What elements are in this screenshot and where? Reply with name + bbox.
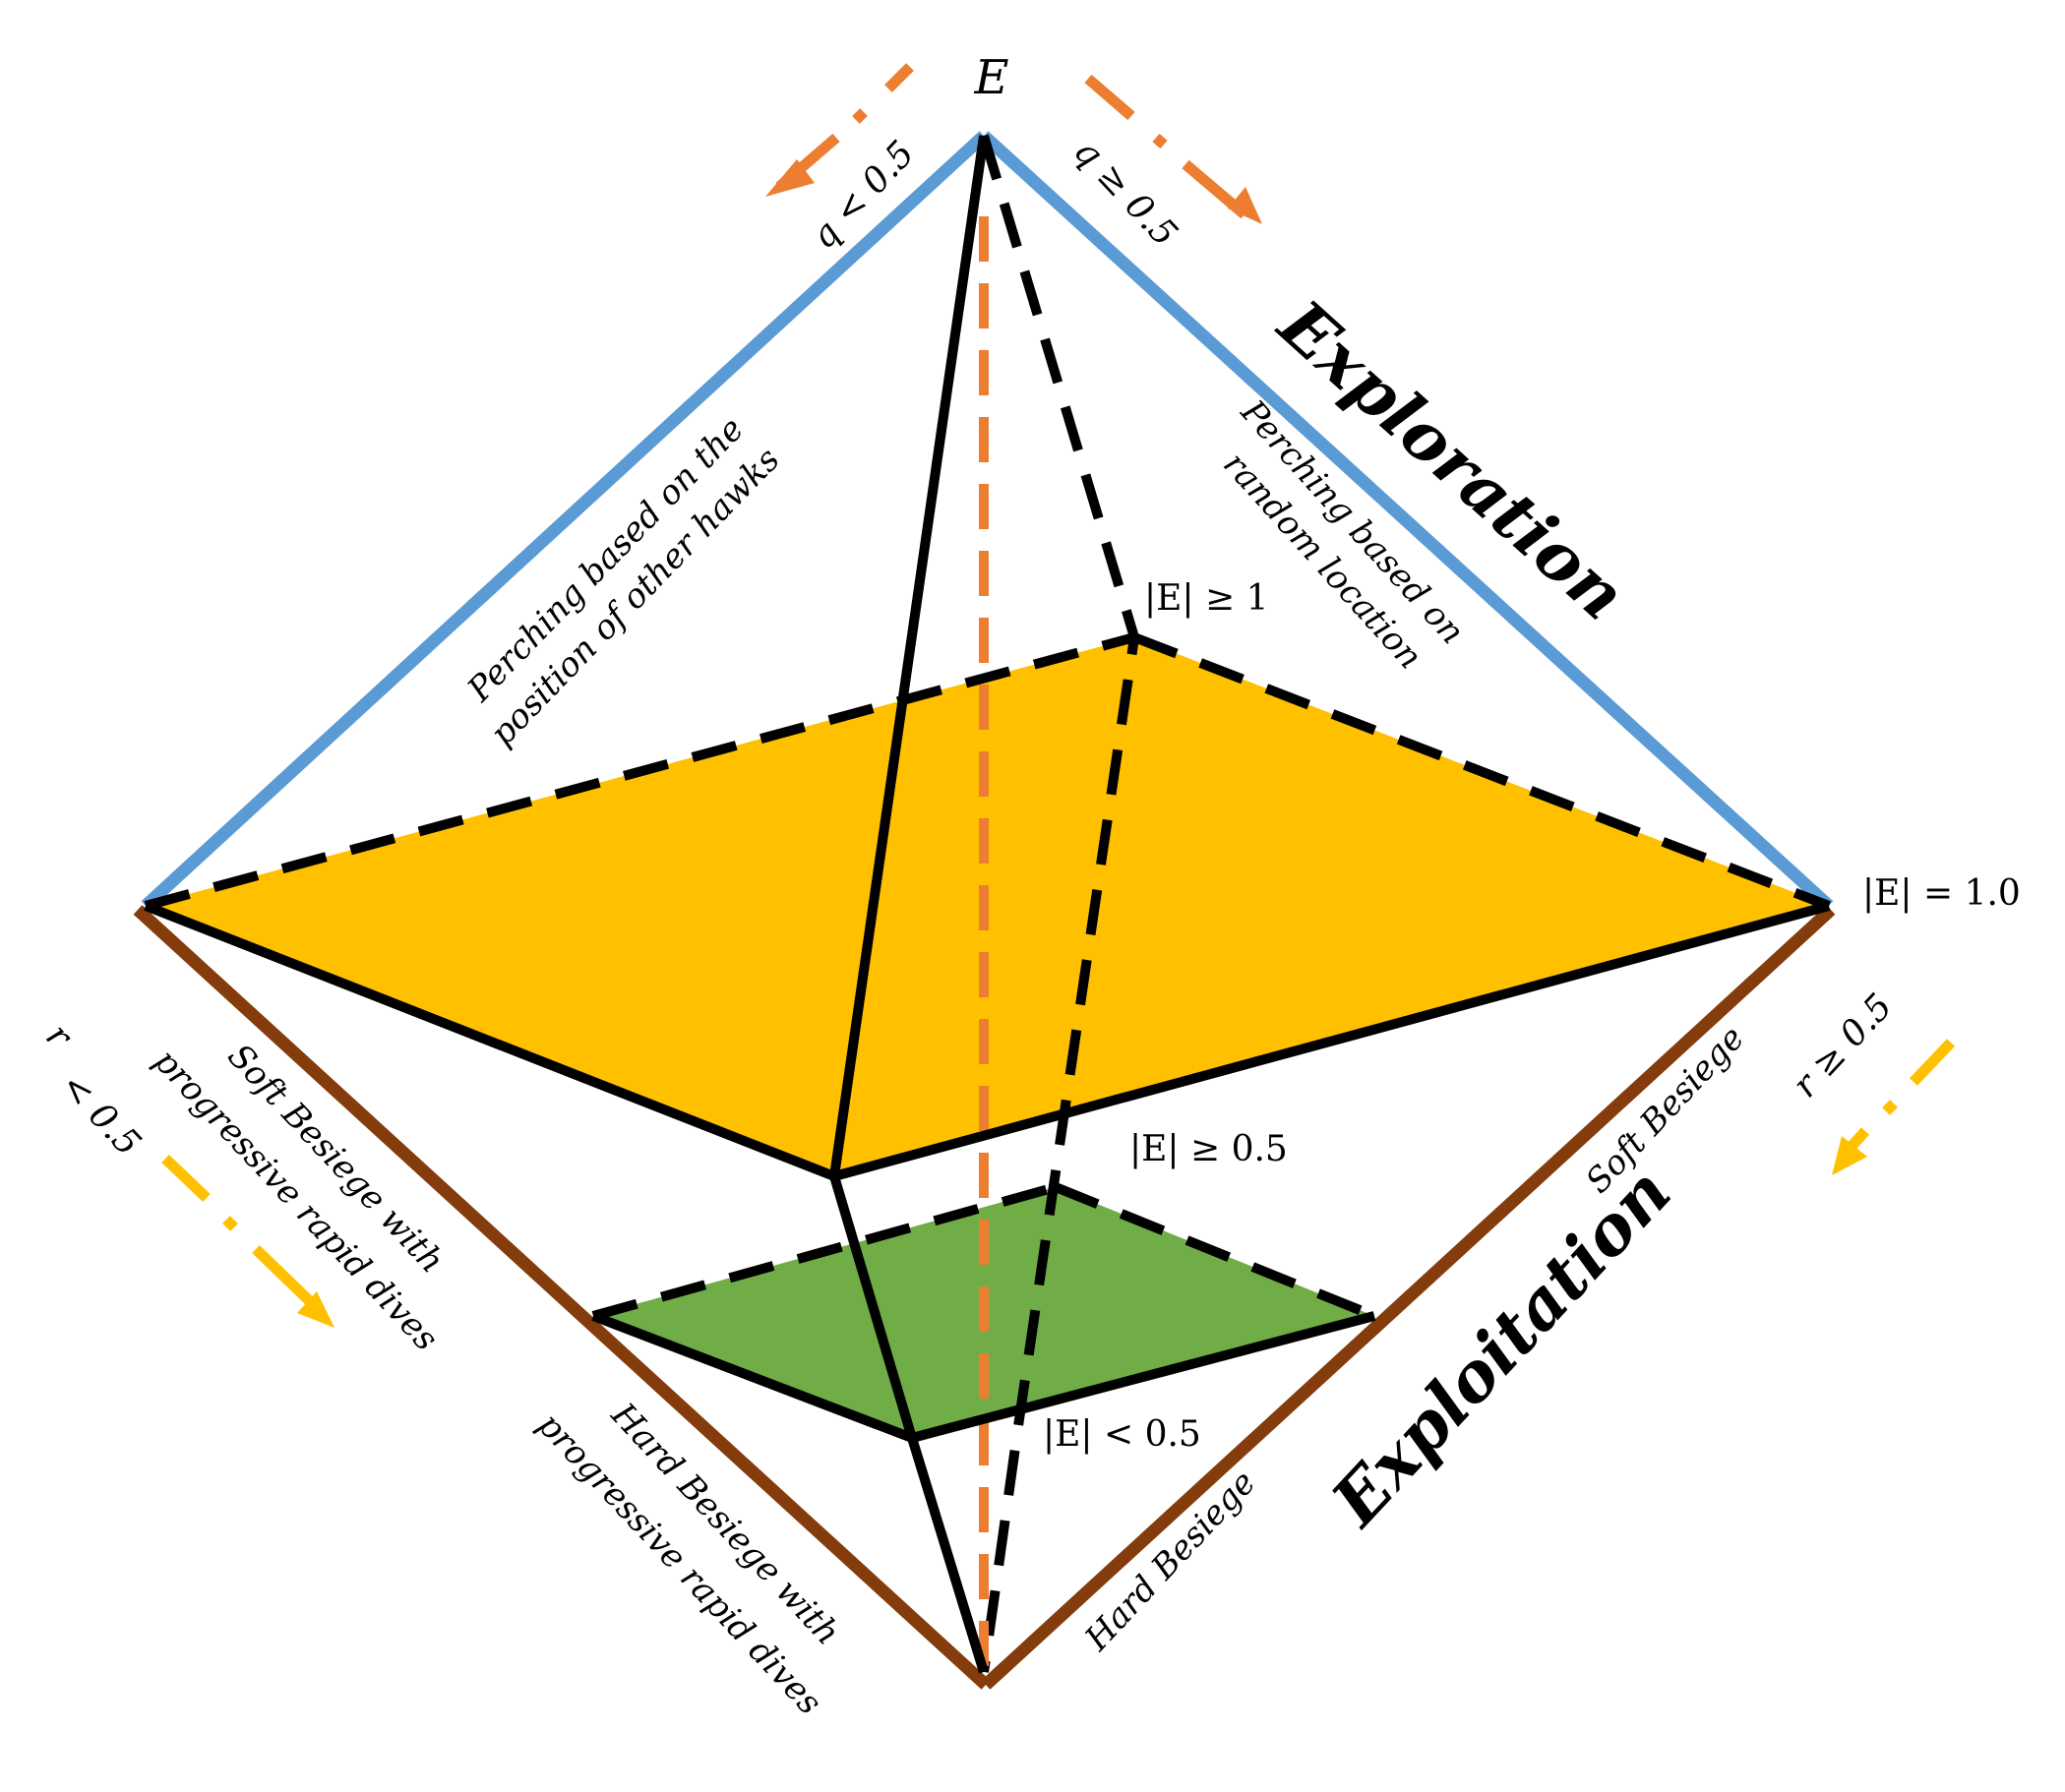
hard-besiege-label: Hard Besiege (1077, 1463, 1264, 1659)
r-lt-arrow (161, 1155, 317, 1308)
q-ge-arrowhead (1228, 187, 1262, 224)
upper-plane-back-right (1132, 632, 1831, 911)
e-eq-1-label: |E| = 1.0 (1862, 873, 2021, 914)
q-ge-label: q ≥ 0.5 (1065, 131, 1184, 254)
r-lt-arrowhead (297, 1291, 334, 1328)
lower-plane-back-right (1054, 1182, 1376, 1321)
hidden-axis-edge (979, 134, 1140, 1673)
front-pyramid-edge (829, 135, 989, 1674)
q-lt-arrowhead (765, 159, 815, 197)
upper-plane-back-left (144, 632, 1136, 911)
e-lt-05-label: |E| < 0.5 (1043, 1414, 1201, 1455)
perch-others-line2: position of other hawks (483, 440, 788, 753)
exploration-edge-left (141, 131, 989, 911)
r-ge-label: r ≥ 0.5 (1786, 986, 1901, 1105)
r-ge-arrowhead (1832, 1136, 1867, 1175)
exploration-edge-right (979, 131, 1834, 911)
exploitation-edge-left (133, 905, 991, 1690)
lower-plane-back-left (591, 1182, 1058, 1321)
exploitation-edge-right (981, 905, 1836, 1690)
r-lt-label-line2: < 0.5 (52, 1065, 148, 1164)
e-ge-1-label: |E| ≥ 1 (1144, 578, 1269, 619)
r-lt-label-line1: r (37, 1016, 80, 1057)
perch-others-line1: Perching based on the (459, 409, 752, 709)
e-ge-05-label: |E| ≥ 0.5 (1129, 1129, 1288, 1169)
apex-label: E (973, 50, 1008, 105)
r-ge-arrow (1843, 1039, 1955, 1155)
